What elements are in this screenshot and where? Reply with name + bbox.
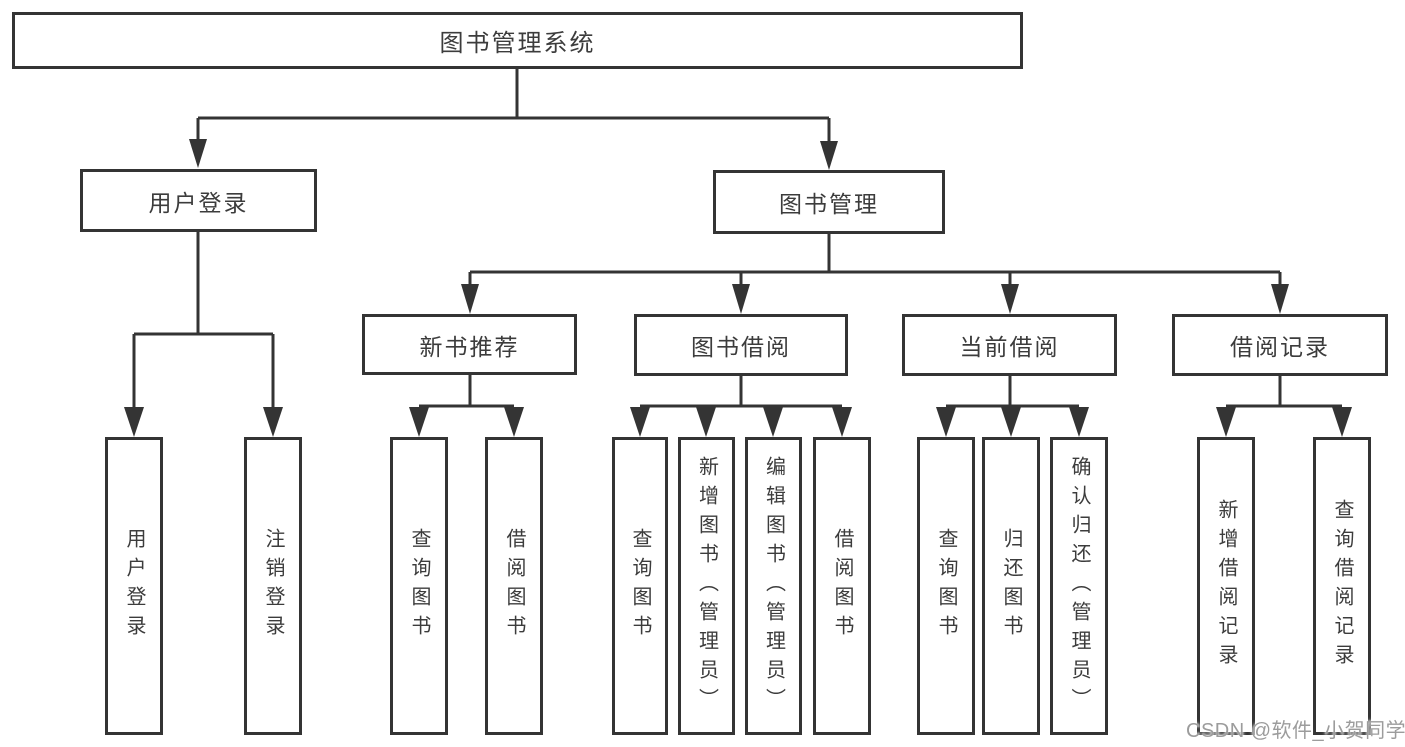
node-label: 当前借阅 — [959, 334, 1060, 360]
node-library-system: 图书管理系统 — [12, 12, 1023, 69]
node-book-management: 图书管理 — [713, 170, 945, 234]
leaf-user-login: 用户登录 — [105, 437, 163, 735]
leaf-borrow-query-books: 查询图书 — [612, 437, 668, 735]
leaf-rec-borrow-books: 借阅图书 — [485, 437, 543, 735]
leaf-label: 归还图书 — [1000, 528, 1022, 644]
leaf-current-return-books: 归还图书 — [982, 437, 1040, 735]
node-current-borrow: 当前借阅 — [902, 314, 1117, 376]
node-label: 用户登录 — [148, 189, 249, 216]
node-label: 图书借阅 — [691, 334, 791, 360]
leaf-label: 确认归还（管理员） — [1068, 455, 1090, 717]
leaf-records-add-record: 新增借阅记录 — [1197, 437, 1255, 735]
leaf-label: 注销登录 — [262, 528, 284, 644]
leaf-label: 编辑图书（管理员） — [762, 455, 785, 717]
leaf-label: 用户登录 — [123, 528, 145, 644]
leaf-label: 查询图书 — [408, 528, 430, 644]
node-borrow-records: 借阅记录 — [1172, 314, 1388, 376]
leaf-rec-query-books: 查询图书 — [390, 437, 448, 735]
node-label: 图书管理 — [779, 191, 879, 217]
leaf-borrow-add-books-admin: 新增图书（管理员） — [678, 437, 735, 735]
leaf-label: 查询图书 — [935, 528, 957, 644]
node-book-borrow: 图书借阅 — [634, 314, 848, 376]
leaf-records-query-record: 查询借阅记录 — [1313, 437, 1371, 735]
leaf-current-confirm-return-admin: 确认归还（管理员） — [1050, 437, 1108, 735]
node-label: 借阅记录 — [1230, 334, 1330, 360]
leaf-borrow-borrow-books: 借阅图书 — [813, 437, 871, 735]
csdn-watermark: CSDN @软件_小贺同学 — [1186, 720, 1405, 742]
node-label: 图书管理系统 — [439, 30, 596, 57]
leaf-label: 新增借阅记录 — [1215, 499, 1237, 673]
node-new-book-recommend: 新书推荐 — [362, 314, 577, 375]
leaf-label: 借阅图书 — [503, 528, 525, 644]
leaf-label: 借阅图书 — [831, 528, 853, 644]
leaf-borrow-edit-books-admin: 编辑图书（管理员） — [745, 437, 802, 735]
leaf-label: 查询借阅记录 — [1331, 499, 1353, 673]
leaf-label: 查询图书 — [629, 528, 651, 644]
leaf-current-query-books: 查询图书 — [917, 437, 975, 735]
node-user-login: 用户登录 — [80, 169, 317, 232]
leaf-logout: 注销登录 — [244, 437, 302, 735]
node-label: 新书推荐 — [419, 333, 520, 360]
leaf-label: 新增图书（管理员） — [695, 455, 718, 717]
